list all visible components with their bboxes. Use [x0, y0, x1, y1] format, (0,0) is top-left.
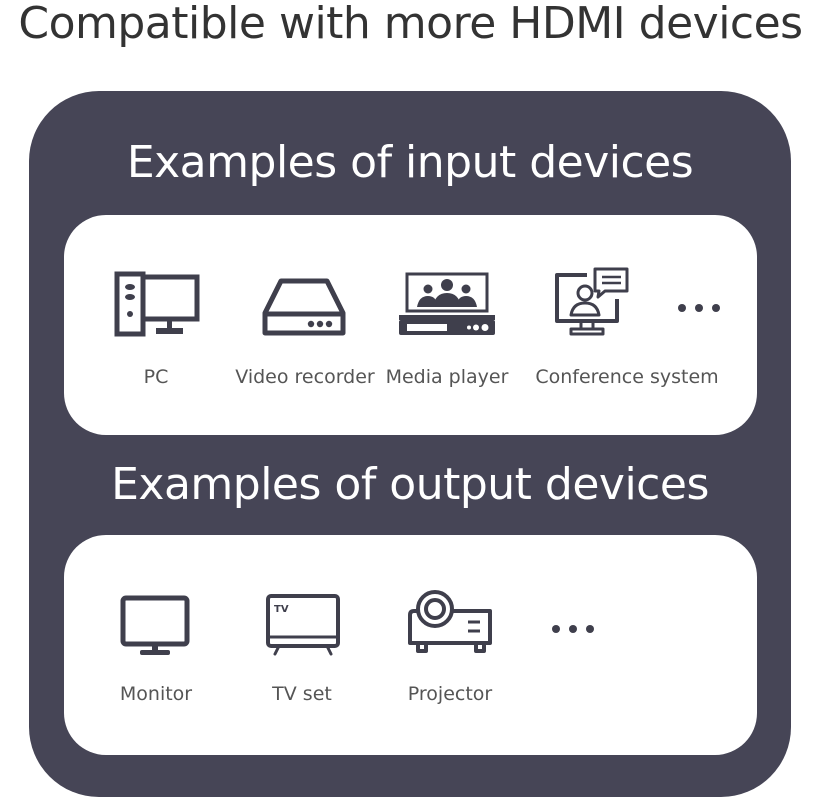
video-recorder-icon: [261, 277, 347, 337]
device-label: Video recorder: [235, 366, 375, 388]
device-label: Projector: [407, 683, 493, 705]
headline: Compatible with more HDMI devices: [18, 0, 803, 49]
output-devices-card: Monitor TV TV set: [64, 535, 757, 755]
output-section-title: Examples of output devices: [111, 459, 709, 510]
device-label: PC: [143, 366, 169, 388]
conference-system-icon: [551, 265, 631, 341]
devices-panel: Examples of input devices: [29, 91, 791, 797]
projector-icon: [406, 587, 494, 657]
tv-icon-text: TV: [274, 604, 289, 615]
input-section-title: Examples of input devices: [126, 137, 694, 188]
desktop-pc-icon: [114, 271, 202, 337]
more-ellipsis-icon: [677, 303, 721, 313]
device-label: Conference system: [535, 366, 719, 388]
monitor-icon: [120, 595, 190, 657]
media-player-icon: [397, 271, 497, 337]
device-label: Monitor: [119, 683, 193, 705]
tv-icon: TV: [265, 593, 341, 657]
input-devices-card: PC Video recorder: [64, 215, 757, 435]
device-label: TV set: [272, 683, 332, 705]
more-ellipsis-icon: [551, 624, 595, 634]
device-label: Media player: [385, 366, 509, 388]
